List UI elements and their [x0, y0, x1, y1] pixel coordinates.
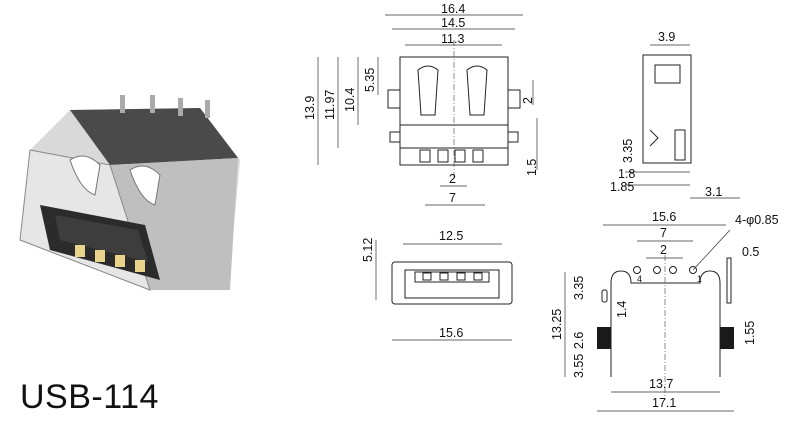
dim-10-4: 10.4 [343, 88, 357, 112]
dim-side-1-8: 1.8 [618, 167, 635, 181]
dim-fp-13-25: 13.25 [550, 309, 564, 340]
dim-fp-outer: 17.1 [652, 396, 676, 410]
dim-opening-overall: 15.6 [439, 326, 463, 340]
dim-opening-width: 12.5 [439, 229, 463, 243]
dim-side-3-1: 3.1 [705, 185, 722, 199]
pin-number-4: 4 [637, 274, 642, 284]
footprint-view: 15.6 7 2 4-φ0.85 0.5 3.35 1.4 13.25 2.6 … [550, 210, 779, 412]
dim-14-5: 14.5 [441, 16, 465, 30]
opening-view: 12.5 5.12 15.6 [361, 229, 513, 341]
dim-11-97: 11.97 [323, 90, 337, 120]
dim-side-tab: 2 [521, 97, 535, 104]
side-view: 3.9 3.35 1.8 1.85 3.1 [610, 30, 740, 199]
dim-fp-holes: 4-φ0.85 [735, 213, 779, 227]
model-label: USB-114 [20, 378, 159, 416]
dim-side-1-85: 1.85 [610, 180, 634, 194]
dim-13-9: 13.9 [303, 96, 317, 120]
dim-fp-inner: 13.7 [649, 377, 673, 391]
dim-fp-pin-pitch: 2 [660, 243, 667, 257]
dim-5-35: 5.35 [363, 68, 377, 92]
dim-pin-span: 7 [449, 191, 456, 205]
dim-fp-pin-span: 7 [660, 226, 667, 240]
dim-pin-pitch: 2 [449, 172, 456, 186]
dim-fp-3-55: 3.55 [572, 354, 586, 378]
dim-fp-2-6: 2.6 [572, 332, 586, 349]
dim-lower-tab: 1.5 [525, 159, 539, 176]
pin-number-1: 1 [697, 274, 702, 284]
dim-fp-overall: 15.6 [652, 210, 676, 224]
dim-fp-1-4: 1.4 [615, 301, 629, 318]
dim-fp-slot: 0.5 [742, 245, 759, 259]
dim-fp-1-55: 1.55 [743, 321, 757, 345]
dim-fp-3-35: 3.35 [572, 276, 586, 300]
dim-side-width: 3.9 [658, 30, 675, 44]
product-photo [19, 95, 240, 291]
dim-side-3-35: 3.35 [621, 139, 635, 163]
dim-16-4: 16.4 [441, 2, 465, 16]
front-view: 16.4 14.5 11.3 13.9 11.97 10.4 5.35 2 1.… [303, 2, 539, 206]
dim-11-3: 11.3 [441, 32, 464, 46]
dim-opening-height: 5.12 [361, 238, 375, 262]
